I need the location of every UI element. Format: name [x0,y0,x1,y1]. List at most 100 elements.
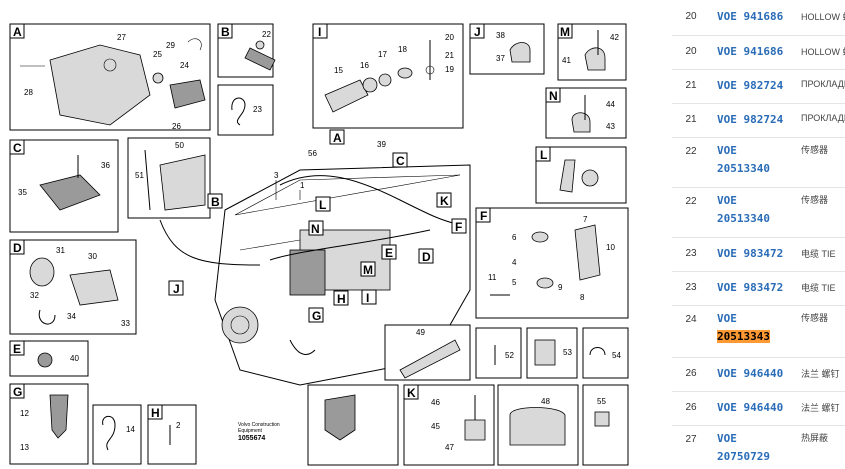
part-number-prefix[interactable]: VOE [717,194,737,207]
position-number: 20 [685,11,697,22]
svg-text:15: 15 [334,66,343,75]
part-number-prefix[interactable]: VOE 982724 [717,113,784,126]
svg-text:6: 6 [512,233,517,242]
part-number-link[interactable]: VOE 941686 [717,8,783,26]
svg-text:47: 47 [445,443,454,452]
part-number-link[interactable]: VOE 946440 [717,399,783,417]
svg-text:2: 2 [176,421,181,430]
part-number-link[interactable]: VOE 20513340 [717,192,770,228]
part-description: 传感器 [801,195,829,205]
frame-sensor-bracket [127,137,211,219]
svg-text:18: 18 [398,45,407,54]
svg-text:17: 17 [378,50,387,59]
part-number-prefix[interactable]: VOE 941686 [717,10,784,23]
svg-text:D: D [422,250,431,264]
position-number: 23 [685,282,697,293]
frame-bracket-39 [307,384,399,466]
svg-text:9: 9 [558,283,563,292]
diagram-caption: Volvo Construction Equipment 1055674 [238,422,280,442]
part-number-link[interactable]: VOE 20513343 [717,310,770,346]
svg-text:N: N [549,89,558,103]
svg-text:20: 20 [445,33,454,42]
svg-text:11: 11 [488,273,497,282]
part-description: 传感器 [801,313,829,323]
part-number-link[interactable]: VOE 20513340 [717,142,770,178]
svg-text:M: M [363,263,373,277]
frame-clip-54 [582,327,629,379]
part-number-link[interactable]: VOE 20750729 [717,430,770,466]
part-description: ПРОКЛАДК [801,113,845,123]
part-description: 法兰 螺钉 [801,369,840,379]
part-number-prefix[interactable]: VOE 946440 [717,401,784,414]
part-number-prefix[interactable]: VOE 983472 [717,281,784,294]
svg-text:16: 16 [360,61,369,70]
part-number-code[interactable]: 20513343 [717,330,770,343]
center-frame-labels: A B C D E F G H I J K L M N [168,129,467,323]
svg-text:4: 4 [512,258,517,267]
position-number: 26 [685,402,697,413]
svg-text:5: 5 [512,278,517,287]
part-number-link[interactable]: VOE 982724 [717,77,783,95]
svg-text:56: 56 [308,149,317,158]
position-number: 23 [685,248,697,259]
part-number-link[interactable]: VOE 941686 [717,43,783,61]
part-number-prefix[interactable]: VOE [717,312,737,325]
svg-text:12: 12 [20,409,29,418]
svg-text:29: 29 [166,41,175,50]
part-number-prefix[interactable]: VOE 982724 [717,79,784,92]
callout-numbers: 1 2 3 4 5 6 7 8 9 10 11 12 13 14 15 16 1… [18,30,621,452]
part-description: ПРОКЛАДК [801,79,845,89]
svg-text:F: F [455,220,462,234]
frame-a-letter: A [13,25,22,39]
svg-text:H: H [337,292,346,306]
parts-diagram: A B I J M [9,23,629,466]
parts-row: 26 VOE 946440 法兰 螺钉 [672,391,845,426]
svg-text:24: 24 [180,61,189,70]
frame-b: B [217,23,276,78]
part-number-link[interactable]: VOE 983472 [717,245,783,263]
part-number-code[interactable]: 20513340 [717,162,770,175]
part-number-prefix[interactable]: VOE 983472 [717,247,784,260]
svg-text:40: 40 [70,354,79,363]
svg-text:13: 13 [20,443,29,452]
position-number: 21 [685,114,697,125]
svg-text:50: 50 [175,141,184,150]
part-description: HOLLOW 螺 [801,47,845,57]
part-description: 电缆 TIE [801,283,836,293]
position-number: 21 [685,80,697,91]
part-number-prefix[interactable]: VOE 946440 [717,367,784,380]
svg-text:G: G [312,309,321,323]
frame-m: M [557,23,627,81]
part-number-prefix[interactable]: VOE [717,144,737,157]
svg-text:E: E [13,342,21,356]
svg-text:B: B [221,25,230,39]
svg-text:27: 27 [117,33,126,42]
part-number-link[interactable]: VOE 983472 [717,279,783,297]
svg-text:3: 3 [274,171,279,180]
svg-text:F: F [480,209,487,223]
frame-clip-14 [92,404,142,465]
svg-text:44: 44 [606,100,615,109]
part-description: HOLLOW 螺 [801,12,845,22]
svg-text:32: 32 [30,291,39,300]
svg-text:52: 52 [505,351,514,360]
part-number-prefix[interactable]: VOE [717,432,737,445]
part-number-code[interactable]: 20750729 [717,450,770,463]
part-number-prefix[interactable]: VOE 941686 [717,45,784,58]
svg-text:49: 49 [416,328,425,337]
part-description: 法兰 螺钉 [801,403,840,413]
part-number-code[interactable]: 20513340 [717,212,770,225]
part-number-link[interactable]: VOE 982724 [717,111,783,129]
svg-text:I: I [318,25,321,39]
frame-plug-55 [582,384,629,466]
svg-text:45: 45 [431,422,440,431]
part-number-link[interactable]: VOE 946440 [717,365,783,383]
position-number: 27 [685,434,697,445]
svg-text:26: 26 [172,122,181,131]
